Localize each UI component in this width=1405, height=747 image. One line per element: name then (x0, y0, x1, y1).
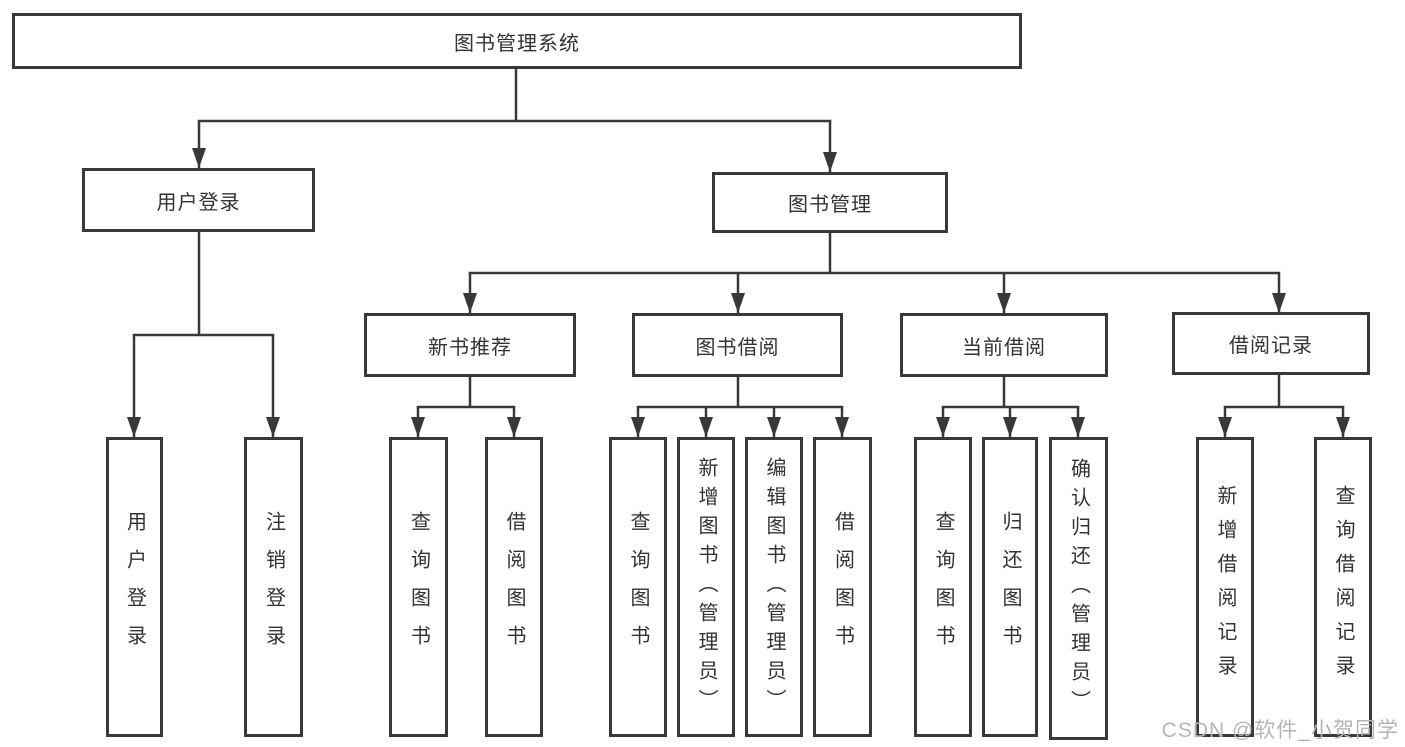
csdn-watermark: CSDN @软件_小贺同学 (1161, 719, 1399, 742)
leaf-confirm-return-admin-label: 确认归还（管理员） (1067, 458, 1090, 719)
leaf-query-books-current: 查询图书 (914, 437, 972, 737)
node-book-borrow: 图书借阅 (632, 313, 843, 377)
leaf-query-books-recommend-label: 查询图书 (407, 511, 430, 663)
leaf-query-borrow-record-label: 查询借阅记录 (1332, 485, 1354, 689)
leaf-borrow-books-borrow: 借阅图书 (813, 437, 872, 737)
node-user-login: 用户登录 (82, 168, 315, 232)
leaf-add-borrow-record: 新增借阅记录 (1196, 437, 1254, 737)
leaf-logout: 注销登录 (244, 437, 303, 737)
leaf-user-login: 用户登录 (106, 437, 163, 737)
node-current-borrow-label: 当前借阅 (962, 336, 1046, 359)
leaf-edit-book-admin: 编辑图书（管理员） (745, 437, 803, 737)
leaf-return-books-label: 归还图书 (999, 511, 1021, 663)
leaf-add-borrow-record-label: 新增借阅记录 (1214, 485, 1236, 689)
leaf-return-books: 归还图书 (982, 437, 1038, 737)
node-new-book-recommend: 新书推荐 (364, 313, 576, 377)
leaf-borrow-books-borrow-label: 借阅图书 (831, 511, 854, 663)
leaf-borrow-books-recommend: 借阅图书 (485, 437, 543, 737)
node-root-system-label: 图书管理系统 (454, 32, 580, 55)
leaf-query-borrow-record: 查询借阅记录 (1314, 437, 1372, 737)
node-book-management: 图书管理 (712, 172, 948, 233)
node-user-login-label: 用户登录 (156, 191, 241, 214)
leaf-add-book-admin: 新增图书（管理员） (677, 437, 735, 737)
leaf-user-login-label: 用户登录 (123, 511, 146, 663)
node-borrow-records-label: 借阅记录 (1229, 335, 1313, 357)
leaf-query-books-recommend: 查询图书 (389, 437, 448, 737)
leaf-logout-label: 注销登录 (262, 511, 285, 663)
leaf-edit-book-admin-label: 编辑图书（管理员） (763, 456, 785, 718)
leaf-query-books-current-label: 查询图书 (932, 511, 954, 663)
node-book-management-label: 图书管理 (788, 194, 872, 216)
leaf-query-books-borrow-label: 查询图书 (627, 511, 649, 663)
leaf-confirm-return-admin: 确认归还（管理员） (1049, 437, 1108, 740)
node-current-borrow: 当前借阅 (900, 313, 1108, 377)
leaf-add-book-admin-label: 新增图书（管理员） (695, 456, 717, 718)
node-root-system: 图书管理系统 (12, 13, 1022, 69)
node-borrow-records: 借阅记录 (1172, 312, 1370, 375)
node-new-book-recommend-label: 新书推荐 (428, 336, 512, 359)
leaf-query-books-borrow: 查询图书 (609, 437, 667, 737)
leaf-borrow-books-recommend-label: 借阅图书 (503, 511, 525, 663)
node-book-borrow-label: 图书借阅 (695, 336, 780, 359)
